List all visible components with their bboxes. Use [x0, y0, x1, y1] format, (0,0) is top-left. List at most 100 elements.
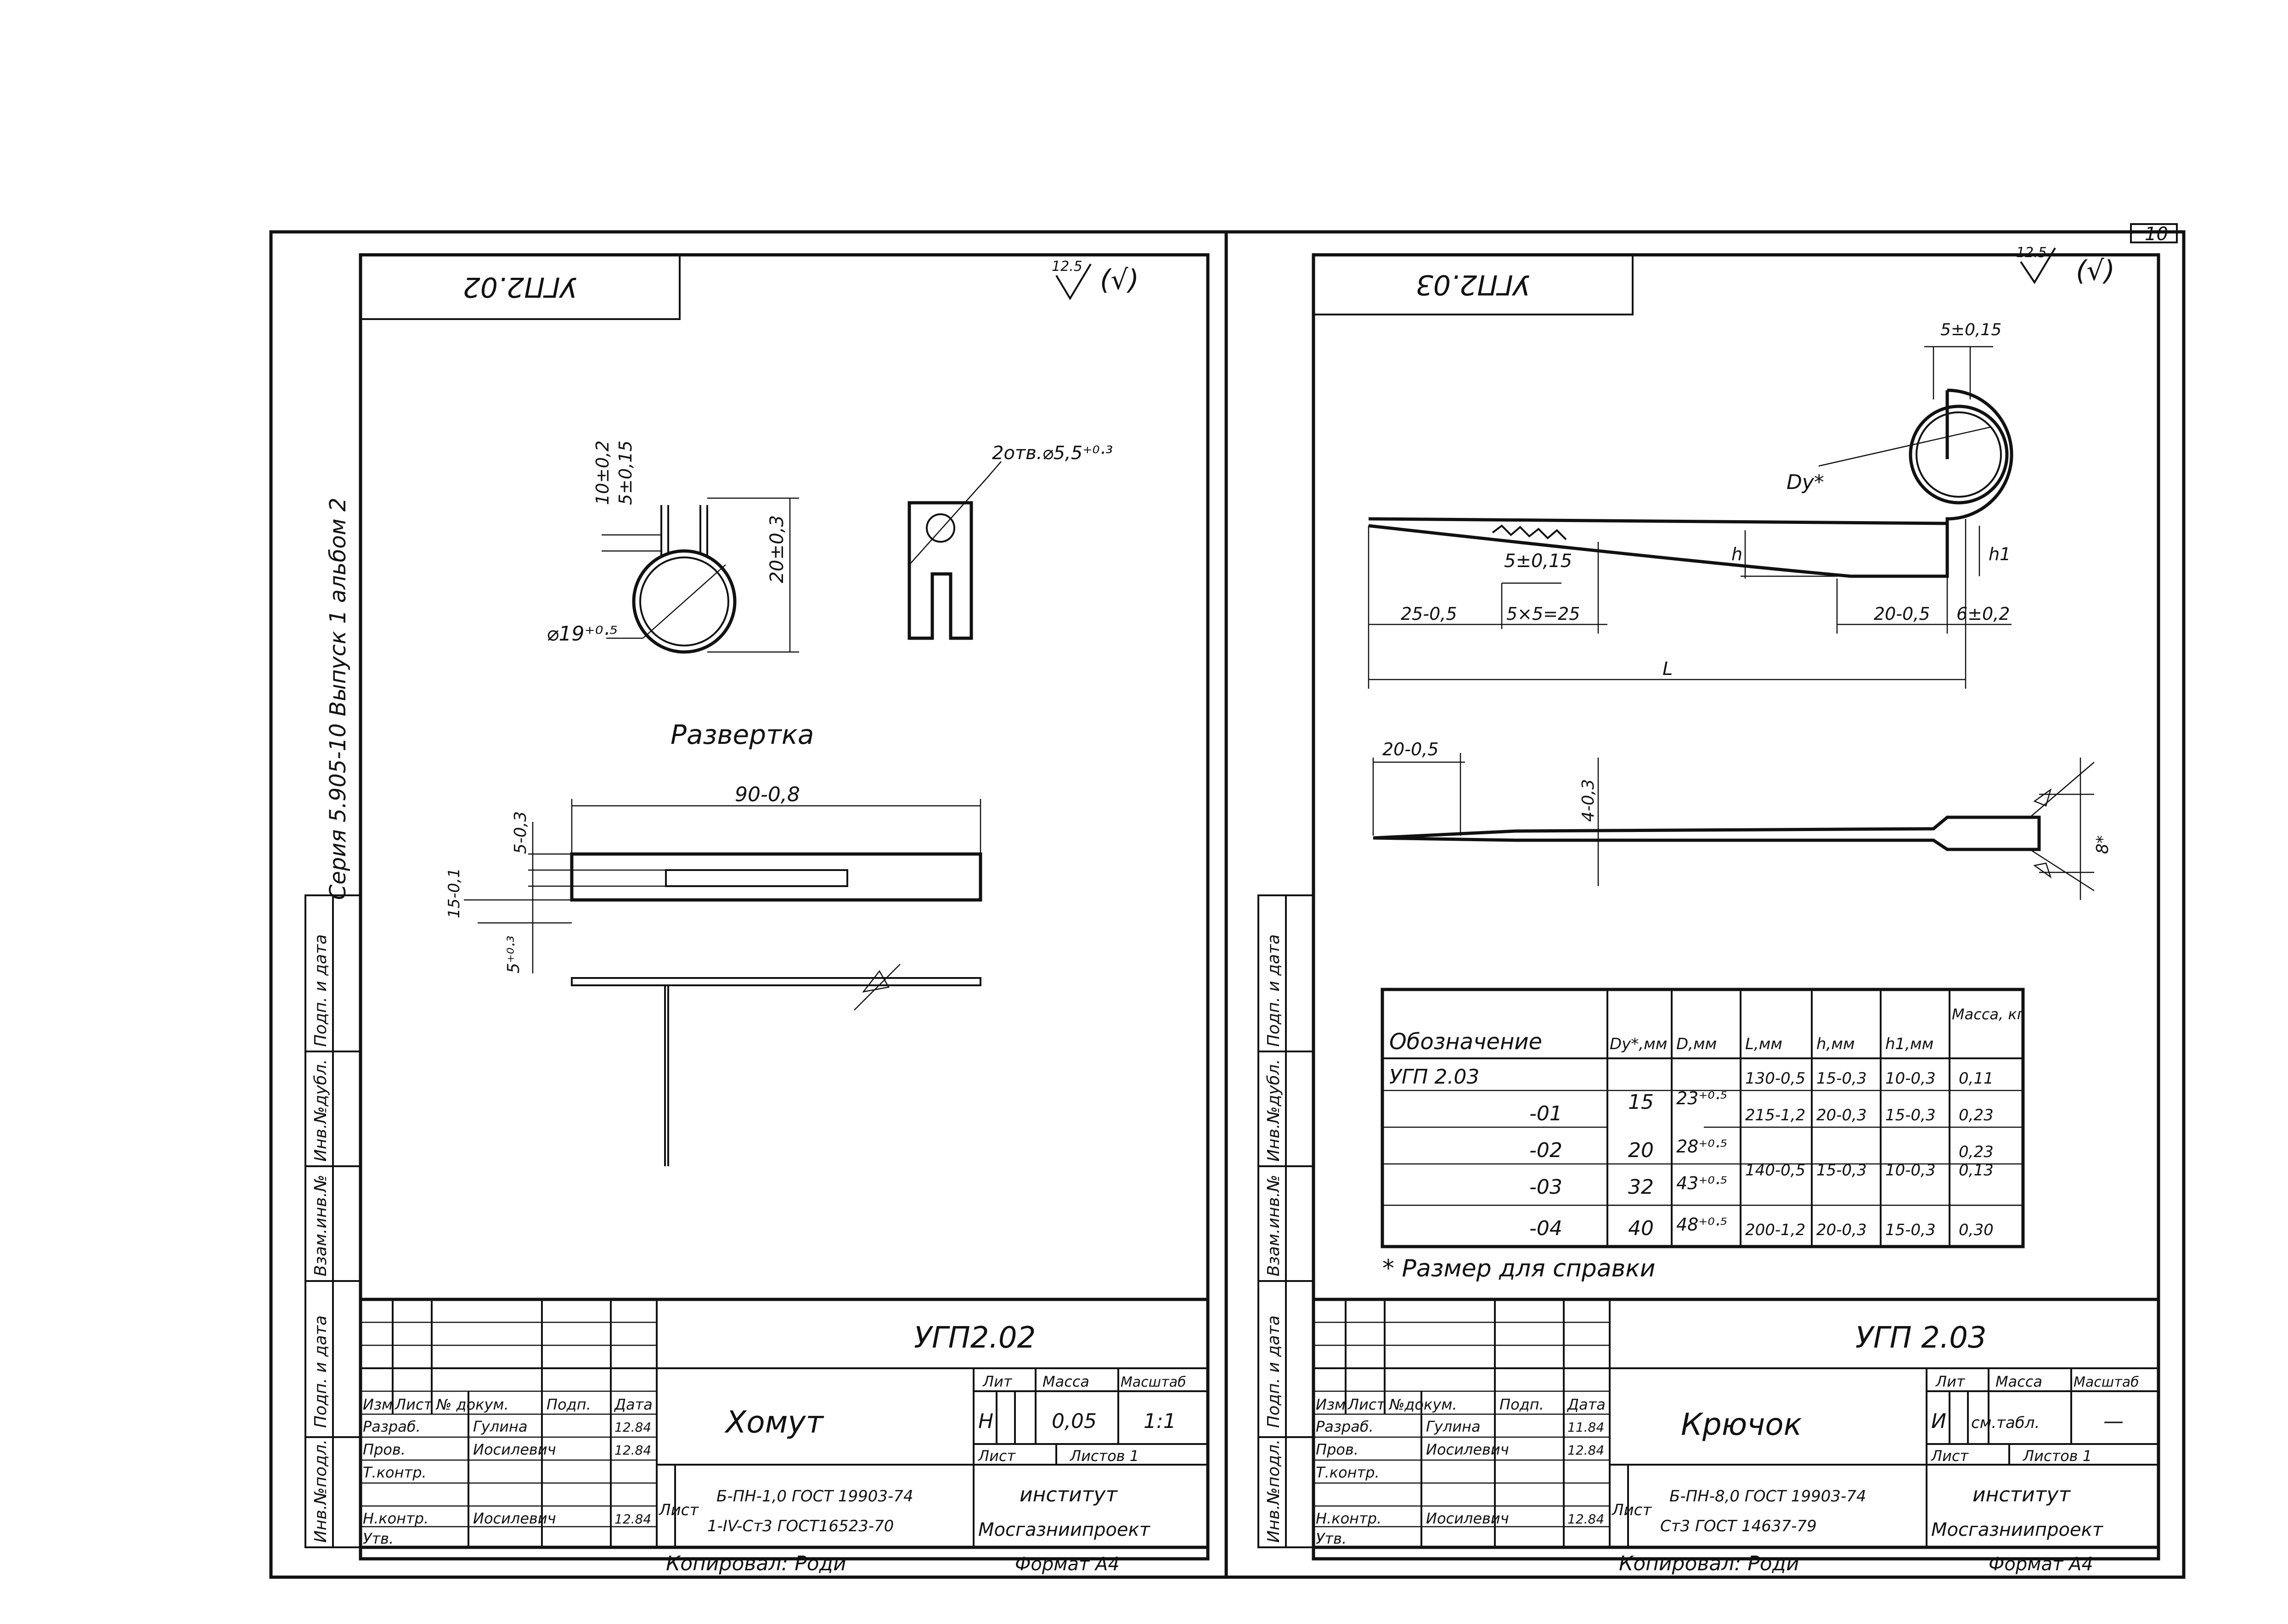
left-tb-role-3: Н.контр.: [363, 1510, 428, 1527]
th-oboznach: Обозначение: [1389, 1029, 1542, 1055]
left-tb-list-label: Лист: [658, 1501, 699, 1519]
td-r4-c0: -04: [1529, 1217, 1562, 1240]
hook-side-view: [1368, 346, 2013, 689]
r-dim-b: 8*: [2093, 835, 2112, 854]
right-tb-name: Крючок: [1681, 1407, 1802, 1442]
razvertka-label: Развертка: [671, 719, 814, 750]
td-r3-c1: 32: [1628, 1175, 1654, 1199]
right-sheet: УГП2.03 12.5 (√) Инв.№подл. Подп. и дата…: [1257, 245, 2160, 1575]
left-tb-role-2: Т.контр.: [363, 1464, 427, 1481]
td-r1-c3: 215-1,2: [1745, 1106, 1805, 1124]
right-tb-name-3: Иосилевич: [1426, 1510, 1509, 1527]
th-du: Dу*,мм: [1610, 1035, 1667, 1053]
td-r0-c2: 23⁺⁰·⁵: [1676, 1088, 1727, 1108]
r-dim-d25: 25-0,5: [1401, 604, 1457, 624]
right-tb-role-3: Н.контр.: [1316, 1510, 1381, 1527]
right-tb-masshtab-val: —: [2103, 1410, 2124, 1433]
right-roughness: 12.5: [2016, 245, 2047, 261]
td-r4-c3: 200-1,2: [1745, 1221, 1805, 1239]
left-roughness: 12.5: [1052, 258, 1082, 275]
left-tb-copy: Копировал: Роди: [666, 1552, 846, 1575]
left-tb-date-3: 12.84: [614, 1512, 651, 1527]
right-tb-massa-val: см.табл.: [1971, 1414, 2040, 1432]
right-tb-copy: Копировал: Роди: [1619, 1552, 1799, 1575]
outer-frame: [269, 223, 2186, 1579]
left-tb-h-data: Дата: [614, 1396, 653, 1413]
r-dim-d5: 5×5=25: [1506, 604, 1580, 624]
left-tb-lit-val: Н: [978, 1410, 993, 1433]
right-tb-code: УГП 2.03: [1855, 1321, 1987, 1355]
td-r1-c4: 20-0,3: [1816, 1106, 1867, 1124]
right-tb-name-0: Гулина: [1426, 1418, 1481, 1435]
td-r2-c2: 28⁺⁰·⁵: [1676, 1136, 1727, 1157]
left-tb-list: Лист: [978, 1447, 1016, 1465]
td-r3-c2: 43⁺⁰·⁵: [1676, 1173, 1727, 1193]
td-r3-c0: -03: [1529, 1175, 1562, 1199]
td-r0-c1: 15: [1628, 1090, 1654, 1114]
left-tb-massa: Масса: [1043, 1373, 1089, 1390]
page-number: 10: [2145, 224, 2168, 245]
left-tb-date-0: 12.84: [614, 1420, 651, 1435]
right-tb-h-doc: №докум.: [1388, 1396, 1457, 1413]
td-r3-c5: 10-0,3: [1885, 1161, 1936, 1180]
right-tb-org2: Мосгазниипроект: [1931, 1519, 2104, 1540]
td-r3-c4: 15-0,3: [1816, 1161, 1867, 1180]
stamp-podp-data-1: Подп. и дата: [311, 1315, 330, 1428]
right-tb-material2: Ст3 ГОСТ 14637-79: [1660, 1517, 1817, 1535]
right-tb-masshtab: Масштаб: [2074, 1374, 2139, 1390]
left-tb-masshtab: Масштаб: [1121, 1374, 1186, 1390]
left-tb-h-podp: Подп.: [547, 1396, 591, 1413]
right-tb-date-3: 12.84: [1567, 1512, 1604, 1527]
td-r4-c1: 40: [1628, 1217, 1654, 1240]
left-tb-org2: Мосгазниипроект: [978, 1519, 1151, 1540]
dim-s3: 5⁺⁰·³: [504, 936, 523, 973]
left-tb-h-list: Лист: [394, 1396, 433, 1413]
right-tb-date-0: 11.84: [1567, 1420, 1604, 1435]
dim-h: 20±0,3: [766, 515, 788, 583]
clamp-ring-view: [602, 497, 799, 654]
r-dim-d20: 20-0,5: [1874, 604, 1930, 624]
r-dim-th: 4-0,3: [1579, 779, 1598, 822]
razvertka-view: [464, 799, 982, 1166]
left-tb-listov: Листов 1: [1070, 1447, 1139, 1465]
right-tb-date-1: 12.84: [1567, 1443, 1604, 1458]
left-tb-massa-val: 0,05: [1052, 1410, 1097, 1433]
right-tb-role-2: Т.контр.: [1316, 1464, 1380, 1481]
left-tb-name-3: Иосилевич: [473, 1510, 556, 1527]
left-tb-name-0: Гулина: [473, 1418, 528, 1435]
td-r4-c4: 20-0,3: [1816, 1221, 1867, 1239]
right-tb-listov: Листов 1: [2023, 1447, 2092, 1465]
td-r0-c0: УГП 2.03: [1389, 1065, 1479, 1089]
th-h: h,мм: [1816, 1035, 1855, 1053]
right-tb-massa: Масса: [1995, 1373, 2042, 1390]
td-r2-c0: -02: [1529, 1139, 1562, 1162]
left-tb-h-izm: Изм: [363, 1396, 393, 1413]
right-tb-name-1: Иосилевич: [1426, 1441, 1509, 1458]
r-dim-h1: h1: [1989, 544, 2011, 564]
r-dim-du: Dу*: [1786, 471, 1824, 494]
stamp-vzam-inv: Взам.инв.№: [311, 1174, 330, 1276]
dim-len: 90-0,8: [735, 783, 800, 806]
td-r4-c6: 0,30: [1959, 1221, 1994, 1239]
variants-table: [1381, 988, 2025, 1248]
td-r0-c5: 10-0,3: [1885, 1069, 1936, 1088]
left-tb-lit: Лит: [982, 1373, 1013, 1390]
td-r4-c2: 48⁺⁰·⁵: [1676, 1214, 1727, 1235]
right-tb-role-4: Утв.: [1316, 1530, 1347, 1547]
right-side-stamp: Инв.№подл. Подп. и дата Взам.инв.№ Инв.№…: [1257, 894, 1314, 1548]
left-roughness-rest: (√): [1100, 264, 1139, 296]
left-tb-name-1: Иосилевич: [473, 1441, 556, 1458]
td-r1-c6: 0,23: [1959, 1106, 1994, 1124]
right-tb-format: Формат А4: [1989, 1554, 2093, 1575]
r-stamp-inv-podl: Инв.№подл.: [1264, 1439, 1283, 1543]
r-dim-step: 5±0,15: [1504, 551, 1572, 572]
series-note: Серия 5.905-10 Выпуск 1 альбом 2: [325, 498, 351, 900]
r-dim-h: h: [1731, 544, 1742, 564]
clamp-side-view: [907, 461, 1002, 640]
left-tb-role-1: Пров.: [363, 1441, 406, 1458]
dim-w1: 5±0,15: [615, 440, 636, 505]
td-r0-c4: 15-0,3: [1816, 1069, 1867, 1088]
r-dim-L: L: [1662, 658, 1673, 680]
right-roughness-rest: (√): [2076, 255, 2115, 287]
right-top-code: УГП2.03: [1416, 269, 1530, 301]
